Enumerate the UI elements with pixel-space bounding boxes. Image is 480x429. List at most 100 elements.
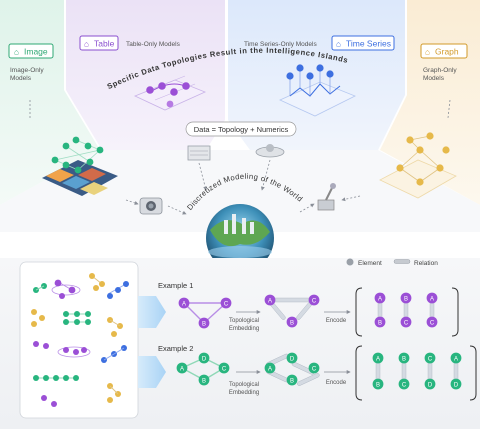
ex2e-node-b: B bbox=[286, 374, 298, 386]
connectors bbox=[29, 99, 451, 215]
ex1-node-c: C bbox=[220, 297, 232, 309]
drone-icon bbox=[255, 144, 285, 158]
ex1-embed-label-2: Embedding bbox=[229, 326, 259, 332]
graph-node bbox=[426, 132, 434, 140]
timeseries-illustration bbox=[279, 64, 356, 117]
arrow-to-example-2 bbox=[138, 356, 166, 388]
ex2e-node-a: A bbox=[264, 362, 276, 374]
svg-text:B: B bbox=[290, 379, 294, 385]
table-node bbox=[166, 100, 174, 108]
ex1-pair-node: A bbox=[374, 292, 386, 304]
image-node bbox=[96, 146, 104, 154]
image-node bbox=[51, 156, 59, 164]
graph-node bbox=[396, 164, 404, 172]
legend-element-label: Element bbox=[358, 260, 382, 267]
ex2-pair-node: C bbox=[398, 378, 410, 390]
ts-node bbox=[306, 72, 314, 80]
svg-text:A: A bbox=[180, 367, 184, 373]
svg-text:B: B bbox=[202, 322, 206, 328]
ex2-pair-node: D bbox=[424, 378, 436, 390]
server-icon bbox=[187, 145, 211, 161]
image-node bbox=[72, 136, 80, 144]
svg-text:A: A bbox=[268, 299, 272, 305]
camera-icon bbox=[139, 197, 163, 215]
image-node bbox=[86, 158, 94, 166]
ex2-pair-node: D bbox=[450, 378, 462, 390]
image-tag: ⌂ Image bbox=[8, 43, 54, 59]
svg-text:B: B bbox=[402, 357, 406, 363]
timeseries-sub: Time Series-Only Models bbox=[244, 41, 317, 48]
ex2-pair-CD: CD bbox=[424, 352, 436, 390]
ex2-pair-node: A bbox=[450, 352, 462, 364]
image-node bbox=[62, 142, 70, 150]
top-section bbox=[0, 0, 480, 232]
arrow-to-example-1 bbox=[138, 296, 166, 328]
svg-text:A: A bbox=[268, 367, 272, 373]
example-1-graph: A B C bbox=[178, 297, 232, 329]
svg-text:B: B bbox=[376, 383, 380, 389]
ex2e-node-d: D bbox=[286, 352, 298, 364]
graph-node bbox=[436, 164, 444, 172]
ex1-pair-node: A bbox=[426, 292, 438, 304]
ex1-embed-label-1: Topological bbox=[229, 318, 259, 324]
image-illustration bbox=[42, 136, 118, 196]
ex1-pair-node: B bbox=[400, 292, 412, 304]
table-node bbox=[170, 88, 178, 96]
robot-arm-icon bbox=[317, 183, 336, 211]
svg-text:D: D bbox=[428, 383, 433, 389]
image-node bbox=[62, 161, 70, 169]
svg-text:B: B bbox=[404, 297, 408, 303]
ex1-node-a: A bbox=[178, 297, 190, 309]
svg-text:C: C bbox=[312, 299, 317, 305]
timeseries-tag-label: Time Series bbox=[346, 39, 391, 49]
image-tag-label: Image bbox=[24, 47, 48, 57]
ex2-node-d: D bbox=[198, 352, 210, 364]
table-illustration bbox=[133, 75, 207, 111]
timeseries-tag: ⌂ Time Series bbox=[331, 35, 395, 51]
example-1-title: Example 1 bbox=[158, 281, 193, 290]
svg-text:C: C bbox=[430, 321, 435, 327]
graph-illustration bbox=[379, 132, 457, 199]
legend-element-swatch bbox=[346, 258, 354, 266]
ex2-pair-node: B bbox=[372, 378, 384, 390]
svg-text:A: A bbox=[376, 357, 380, 363]
center-band bbox=[0, 150, 480, 232]
globe-illustration bbox=[206, 204, 274, 272]
ex1-pair-node: C bbox=[426, 316, 438, 328]
svg-text:C: C bbox=[404, 321, 409, 327]
table-node bbox=[146, 86, 154, 94]
graph-node bbox=[406, 136, 414, 144]
ex2-node-c: C bbox=[218, 362, 230, 374]
ex2-pair-node: A bbox=[372, 352, 384, 364]
svg-text:B: B bbox=[290, 321, 294, 327]
svg-text:C: C bbox=[224, 302, 229, 308]
ex2-embed-label-2: Embedding bbox=[229, 390, 259, 396]
svg-text:D: D bbox=[290, 357, 295, 363]
ts-node bbox=[286, 72, 294, 80]
ex1-pair-BC: BC bbox=[400, 292, 412, 328]
legend: Element Relation bbox=[346, 258, 438, 267]
ex1-pair-node: B bbox=[374, 316, 386, 328]
legend-relation-swatch bbox=[393, 259, 411, 264]
ex2-pair-node: C bbox=[424, 352, 436, 364]
ts-node bbox=[296, 64, 304, 72]
table-tag-icon: ⌂ bbox=[84, 40, 89, 49]
table-tag-label: Table bbox=[94, 39, 115, 49]
ts-node bbox=[326, 70, 334, 78]
ex1-pair-AB: AB bbox=[374, 292, 386, 328]
ex2-node-b: B bbox=[198, 374, 210, 386]
graph-node bbox=[416, 146, 424, 154]
ex1e-node-c: C bbox=[308, 294, 320, 306]
graph-tag-icon: ⌂ bbox=[425, 48, 430, 57]
ex1e-node-b: B bbox=[286, 316, 298, 328]
ex2-node-a: A bbox=[176, 362, 188, 374]
ex2-pair-BC: BC bbox=[398, 352, 410, 390]
svg-text:C: C bbox=[428, 357, 433, 363]
svg-text:D: D bbox=[202, 357, 207, 363]
svg-text:C: C bbox=[222, 367, 227, 373]
graph-sub-1: Graph-Only bbox=[423, 67, 457, 74]
ts-node bbox=[316, 64, 324, 72]
